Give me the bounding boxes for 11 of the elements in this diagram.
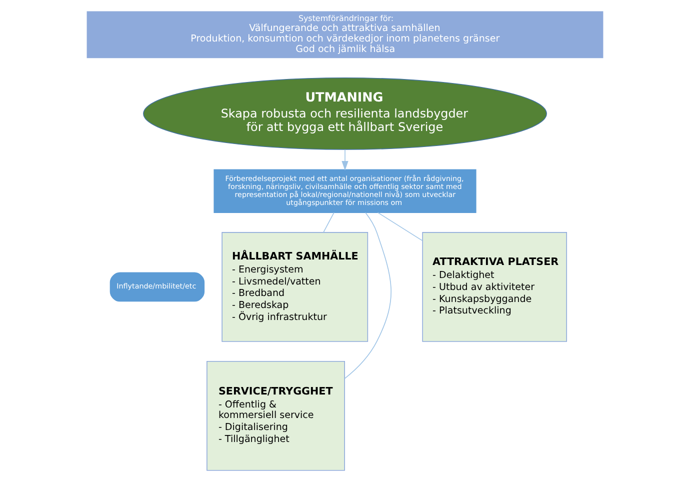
node-ellipse: UTMANING Skapa robusta och resilienta landsbygder för att bygga ett hållbart Sverige — [143, 77, 547, 150]
connector — [377, 212, 423, 241]
node-box: ATTRAKTIVA PLATSER - Delaktighet - Utbud av aktiviteter - Kunskapsbyggande - Platsutveckling — [422, 232, 567, 342]
arrow — [342, 149, 348, 171]
node-box: Förberedelseprojekt med ett antal organisationer (från rådgivning, forskning, näringsliv, civilsamhälle och offentlig sektor samt med representation på lokal/regional/nationell nivå) som utvecklar utgångspunkter för missions om — [214, 169, 476, 213]
node-box: HÅLLBART SAMHÄLLE - Energisystem - Livsmedel/vatten - Bredband - Beredskap - Övrig infrastruktur — [222, 232, 368, 342]
node-box: SERVICE/TRYGGHET - Offentlig & kommersiell service - Digitalisering - Tillgänglighet — [206, 360, 345, 471]
node-box: Systemförändringar för: Välfungerande och attraktiva samhällen Produktion, konsumtion och värdekedjor inom planetens gränser God och jämlik hälsa — [86, 11, 604, 58]
connector — [344, 212, 392, 379]
connector — [323, 212, 334, 233]
node-box: Inflytande/mbilitet/etc — [110, 272, 205, 302]
